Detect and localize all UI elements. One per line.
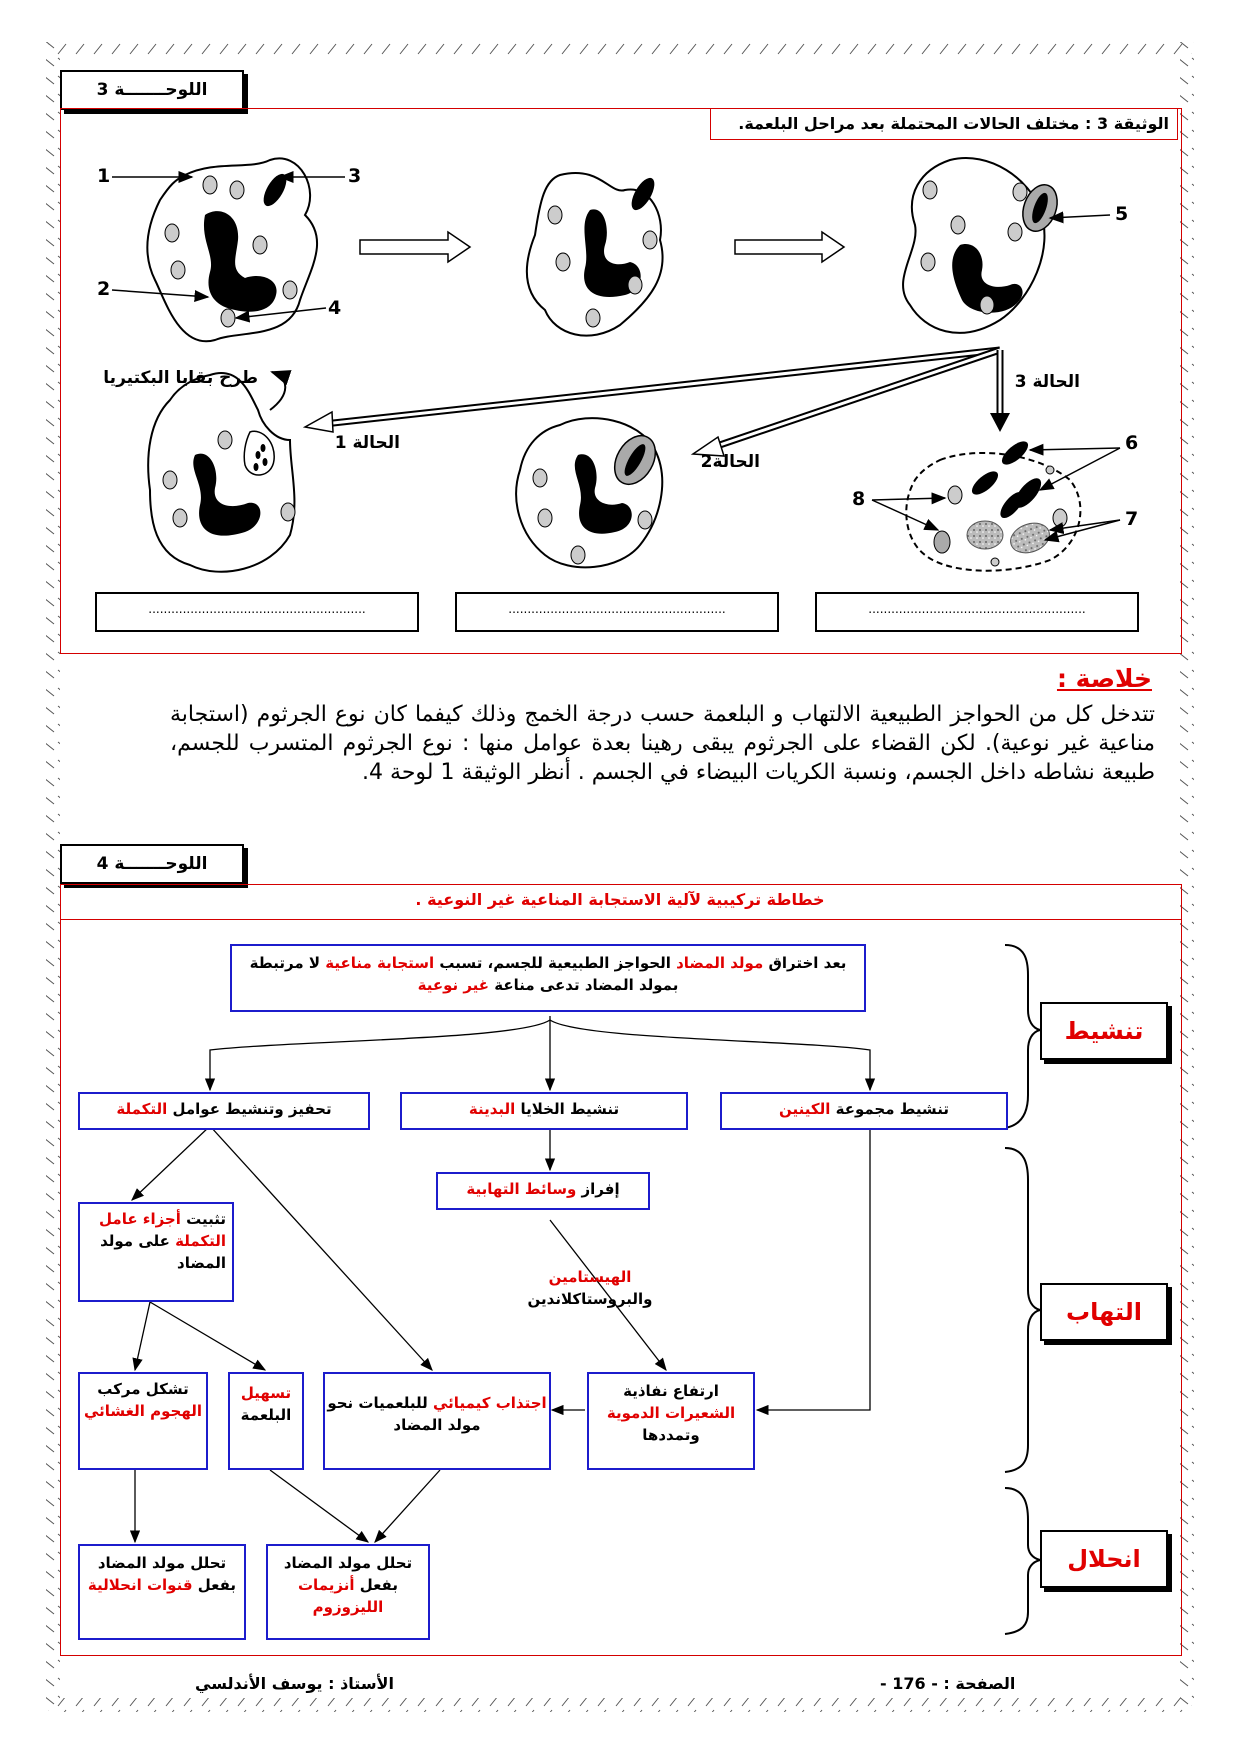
box-lysis-channels: تحلل مولد المضاد بفعل قنوات انحلالية [78, 1544, 246, 1640]
panel4-title: خطاطة تركيبية لآلية الاستجابة المناعية غ… [415, 890, 825, 909]
label-4: 4 [328, 297, 342, 319]
box-chemotaxis: اجتذاب كيميائي للبلعميات نحو مولد المضاد [323, 1372, 551, 1470]
panel4-tag: اللوحـــــــة 4 [60, 844, 244, 884]
cell-case-2 [515, 417, 664, 569]
box-facilitate-phagocytosis: تسهيل البلعمة [228, 1372, 304, 1470]
stage-activation: تنشيط [1040, 1002, 1168, 1060]
label-6: 6 [1125, 432, 1139, 454]
cell-stage-2 [525, 172, 664, 337]
case1-label: الحالة 1 [334, 433, 400, 453]
label-2: 2 [97, 278, 111, 300]
expel-label: طرح بقايا البكتيريا [103, 368, 258, 388]
box-complement-fixation: تثبيت أجزاء عامل التكملة على مولد المضاد [78, 1202, 234, 1302]
box-lysis-lysosome-enzymes: تحلل مولد المضاد بفعل أنزيمات الليزوزوم [266, 1544, 430, 1640]
panel3-doc-title: الوثيقة 3 : مختلف الحالات المحتملة بعد م… [710, 108, 1178, 140]
cell-stage-3 [902, 157, 1058, 334]
summary-text: تتدخل كل من الحواجز الطبيعية الالتهاب و … [170, 702, 1155, 785]
page-number: الصفحة : - 176 - [880, 1674, 1016, 1693]
label-3: 3 [348, 165, 362, 187]
label-5: 5 [1115, 203, 1129, 225]
stage-braces [1004, 944, 1041, 1635]
box-kinin: تنشيط مجموعة الكينين [720, 1092, 1008, 1130]
box-complement: تحفيز وتنشيط عوامل التكملة [78, 1092, 370, 1130]
cell-case-3 [905, 441, 1082, 572]
box-membrane-attack-complex: تشكل مركب الهجوم الغشائي [78, 1372, 208, 1470]
panel3-tag: اللوحـــــــة 3 [60, 70, 244, 110]
case3-label: الحالة 3 [1014, 372, 1080, 392]
stage-lysis: انحلال [1040, 1530, 1168, 1588]
label-1: 1 [97, 165, 111, 187]
case2-label: الحالة2 [700, 452, 760, 472]
author: الأستاذ : يوسف الأندلسي [195, 1674, 394, 1693]
box-mast-cells: تنشيط الخلايا البدينة [400, 1092, 688, 1130]
answer-box-middle[interactable]: ........................................… [455, 592, 779, 632]
box-antigen-entry: بعد اختراق مولد المضاد الحواجز الطبيعية … [230, 944, 866, 1012]
panel3-frame [60, 108, 1182, 654]
box-mediators: إفراز وسائط التهابية [436, 1172, 650, 1210]
histamine-label: الهيستامين والبروستاكلاندين [527, 1268, 653, 1308]
answer-box-left[interactable]: ........................................… [95, 592, 419, 632]
label-7: 7 [1125, 508, 1139, 530]
label-8: 8 [852, 488, 866, 510]
stage-inflammation: التهاب [1040, 1283, 1168, 1341]
cell-case-1 [147, 372, 296, 573]
box-capillary-permeability: ارتفاع نفاذية الشعيرات الدموية وتمددها [587, 1372, 755, 1470]
summary-heading: خلاصة : [1056, 664, 1152, 693]
answer-box-right[interactable]: ........................................… [815, 592, 1139, 632]
panel4-title-strip [60, 884, 1182, 920]
